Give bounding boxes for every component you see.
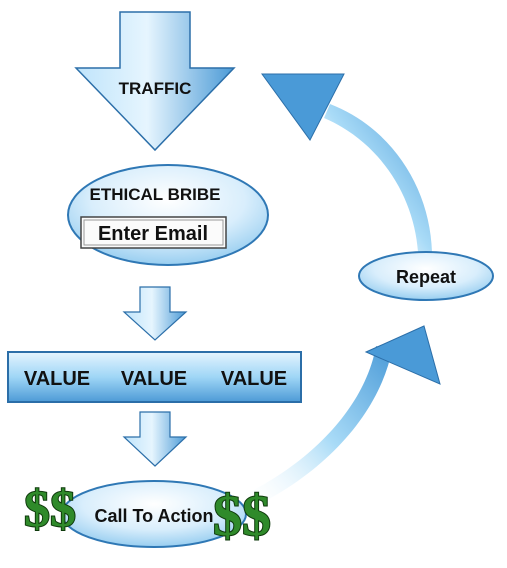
curve-to-repeat-head xyxy=(364,325,441,385)
value-bar-rect xyxy=(7,351,302,403)
traffic-arrow: TRAFFIC xyxy=(74,11,236,152)
call-to-action-node: Call To Action $$ $$ xyxy=(23,480,272,549)
email-box-label: Enter Email xyxy=(98,223,208,245)
small-down-arrow-2 xyxy=(122,411,188,467)
value-label-1: VALUE xyxy=(24,368,90,390)
cta-ellipse xyxy=(61,480,247,548)
email-box-inner xyxy=(83,219,224,246)
repeat-ellipse xyxy=(358,251,494,301)
curve-to-traffic-body xyxy=(324,104,432,252)
repeat-label: Repeat xyxy=(396,267,456,287)
ethical-bribe-title: ETHICAL BRIBE xyxy=(90,185,221,204)
curve-arrow-to-repeat xyxy=(246,325,441,508)
repeat-node: Repeat xyxy=(358,251,494,301)
dollar-icon-left: $$ xyxy=(24,481,76,538)
value-label-2: VALUE xyxy=(121,368,187,390)
curve-arrow-to-traffic xyxy=(261,73,432,252)
email-box xyxy=(80,216,227,249)
dollar-icon-right: $$ xyxy=(213,483,271,548)
cta-label: Call To Action xyxy=(95,506,214,526)
curve-to-traffic-head xyxy=(261,73,345,141)
curve-to-repeat-body xyxy=(246,346,392,508)
traffic-arrow-shape xyxy=(74,11,236,152)
ethical-bribe-ellipse xyxy=(67,164,269,266)
traffic-label: TRAFFIC xyxy=(119,79,192,98)
value-label-3: VALUE xyxy=(221,368,287,390)
ethical-bribe-node: ETHICAL BRIBE Enter Email xyxy=(67,164,269,266)
small-down-arrow-1 xyxy=(122,286,188,341)
value-bar: VALUE VALUE VALUE xyxy=(7,351,302,403)
